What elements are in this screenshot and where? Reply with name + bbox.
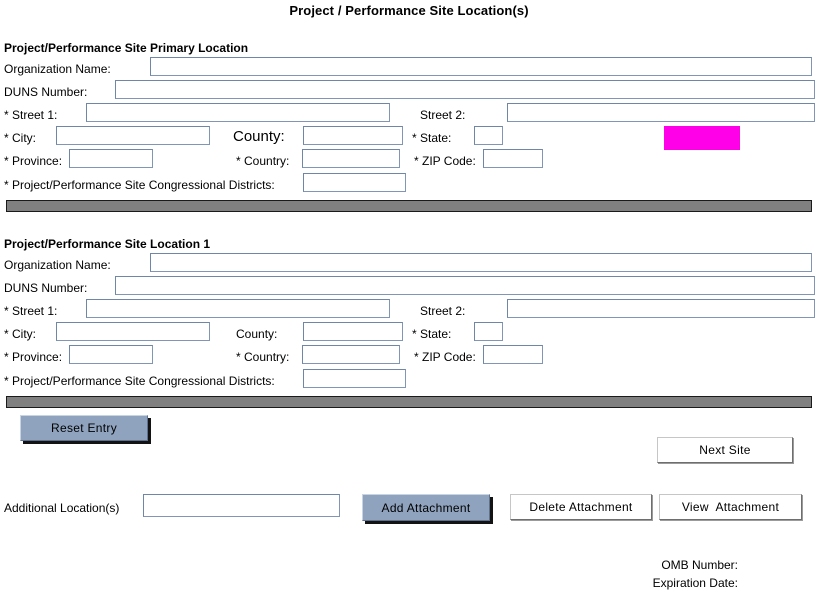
label-state-primary: * State: <box>412 131 452 145</box>
input-additional-locations[interactable] <box>143 494 340 517</box>
input-organization-name-location-1[interactable] <box>150 253 812 272</box>
section-divider-1 <box>6 200 812 212</box>
input-zip-location-1[interactable] <box>483 345 543 364</box>
input-street1-location-1[interactable] <box>86 299 390 318</box>
input-duns-number-location-1[interactable] <box>115 276 815 295</box>
highlight-block-primary <box>664 126 740 150</box>
label-state-location-1: * State: <box>412 327 452 341</box>
next-site-button[interactable]: Next Site <box>657 437 793 463</box>
section-header-location-1: Project/Performance Site Location 1 <box>4 237 211 251</box>
input-congressional-districts-primary[interactable] <box>303 173 406 192</box>
input-street2-location-1[interactable] <box>507 299 815 318</box>
input-congressional-districts-location-1[interactable] <box>303 369 406 388</box>
input-country-primary[interactable] <box>302 149 400 168</box>
label-additional-locations: Additional Location(s) <box>4 501 120 515</box>
input-duns-number-primary[interactable] <box>115 80 815 99</box>
input-city-location-1[interactable] <box>56 322 210 341</box>
label-street1-primary: * Street 1: <box>4 108 58 122</box>
input-county-primary[interactable] <box>303 126 403 145</box>
add-attachment-button[interactable]: Add Attachment <box>362 494 490 521</box>
label-zip-location-1: * ZIP Code: <box>414 350 476 364</box>
input-zip-primary[interactable] <box>483 149 543 168</box>
label-congressional-districts-primary: * Project/Performance Site Congressional… <box>4 178 275 192</box>
label-city-primary: * City: <box>4 131 37 145</box>
section-header-primary: Project/Performance Site Primary Locatio… <box>4 41 249 55</box>
label-city-location-1: * City: <box>4 327 37 341</box>
label-organization-name-location-1: Organization Name: <box>4 258 111 272</box>
label-country-primary: * Country: <box>236 154 290 168</box>
page-title: Project / Performance Site Location(s) <box>289 3 529 18</box>
delete-attachment-button[interactable]: Delete Attachment <box>510 494 652 520</box>
label-street1-location-1: * Street 1: <box>4 304 58 318</box>
label-county-location-1: County: <box>236 327 278 341</box>
label-congressional-districts-location-1: * Project/Performance Site Congressional… <box>4 374 275 388</box>
label-duns-number-primary: DUNS Number: <box>4 85 88 99</box>
input-province-primary[interactable] <box>69 149 153 168</box>
view-attachment-button[interactable]: View Attachment <box>659 494 802 520</box>
label-zip-primary: * ZIP Code: <box>414 154 476 168</box>
input-state-primary[interactable] <box>474 126 503 145</box>
label-province-primary: * Province: <box>4 154 63 168</box>
label-county-primary: County: <box>233 128 285 145</box>
input-city-primary[interactable] <box>56 126 210 145</box>
section-divider-2 <box>6 396 812 408</box>
input-organization-name-primary[interactable] <box>150 57 812 76</box>
input-county-location-1[interactable] <box>303 322 403 341</box>
omb-number-label: OMB Number: <box>661 558 738 572</box>
input-country-location-1[interactable] <box>302 345 400 364</box>
label-street2-primary: Street 2: <box>420 108 466 122</box>
reset-entry-button[interactable]: Reset Entry <box>20 415 148 441</box>
expiration-date-label: Expiration Date: <box>652 576 738 590</box>
label-organization-name-primary: Organization Name: <box>4 62 111 76</box>
input-province-location-1[interactable] <box>69 345 153 364</box>
label-street2-location-1: Street 2: <box>420 304 466 318</box>
input-street1-primary[interactable] <box>86 103 390 122</box>
label-province-location-1: * Province: <box>4 350 63 364</box>
input-state-location-1[interactable] <box>474 322 503 341</box>
label-country-location-1: * Country: <box>236 350 290 364</box>
label-duns-number-location-1: DUNS Number: <box>4 281 88 295</box>
input-street2-primary[interactable] <box>507 103 815 122</box>
